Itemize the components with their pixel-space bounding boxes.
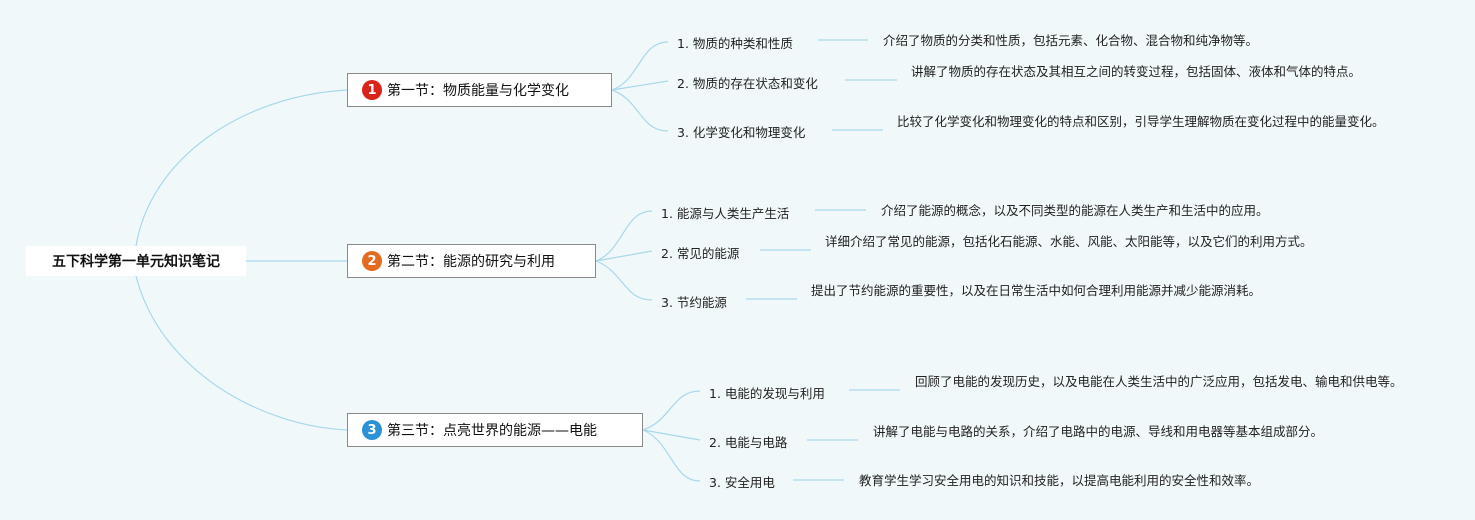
connector-sec2-item3 [595,260,653,301]
section-node-2[interactable]: 2 第二节：能源的研究与利用 [347,244,596,278]
topic-node[interactable]: 1. 能源与人类生产生活 [661,206,790,221]
section-node-1[interactable]: 1 第一节：物质能量与化学变化 [347,73,612,107]
connector-sec3-item3 [642,429,701,482]
topic-description: 详细介绍了常见的能源，包括化石能源、水能、风能、太阳能等，以及它们的利用方式。 [825,234,1313,249]
number-badge-icon: 2 [362,251,382,271]
connector-sec1-item3 [611,89,669,132]
topic-node[interactable]: 3. 安全用电 [709,475,775,490]
topic-node[interactable]: 2. 物质的存在状态和变化 [677,76,818,91]
connector-sec1-item2 [611,80,669,91]
number-badge-icon: 3 [362,420,382,440]
section-title: 第一节：物质能量与化学变化 [387,83,569,99]
topic-description: 教育学生学习安全用电的知识和技能，以提高电能利用的安全性和效率。 [859,473,1260,488]
connector-sec2-item2 [595,250,653,262]
topic-node[interactable]: 2. 电能与电路 [709,435,788,450]
topic-description: 比较了化学变化和物理变化的特点和区别，引导学生理解物质在变化过程中的能量变化。 [897,114,1385,129]
connector-sec1-item1 [611,41,669,91]
section-title: 第三节：点亮世界的能源——电能 [387,423,597,439]
topic-node[interactable]: 1. 电能的发现与利用 [709,386,825,401]
root-node[interactable]: 五下科学第一单元知识笔记 [26,246,246,276]
connector-root-sec3 [135,275,348,431]
topic-description: 讲解了物质的存在状态及其相互之间的转变过程，包括固体、液体和气体的特点。 [911,64,1362,79]
connector-root-sec1 [135,89,348,247]
topic-node[interactable]: 3. 节约能源 [661,295,727,310]
connector-sec2-item1 [595,210,653,262]
topic-node[interactable]: 3. 化学变化和物理变化 [677,125,806,140]
number-badge-icon: 1 [362,80,382,100]
connector-sec3-item2 [642,429,701,441]
topic-description: 讲解了电能与电路的关系，介绍了电路中的电源、导线和用电器等基本组成部分。 [873,424,1324,439]
topic-node[interactable]: 2. 常见的能源 [661,246,740,261]
topic-description: 提出了节约能源的重要性，以及在日常生活中如何合理利用能源并减少能源消耗。 [811,283,1262,298]
topic-description: 介绍了能源的概念，以及不同类型的能源在人类生产和生活中的应用。 [881,203,1269,218]
topic-node[interactable]: 1. 物质的种类和性质 [677,36,793,51]
root-title: 五下科学第一单元知识笔记 [52,254,220,270]
section-node-3[interactable]: 3 第三节：点亮世界的能源——电能 [347,413,643,447]
topic-description: 介绍了物质的分类和性质，包括元素、化合物、混合物和纯净物等。 [883,33,1259,48]
topic-description: 回顾了电能的发现历史，以及电能在人类生活中的广泛应用，包括发电、输电和供电等。 [915,374,1403,389]
connector-sec3-item1 [642,390,701,431]
section-title: 第二节：能源的研究与利用 [387,254,555,270]
